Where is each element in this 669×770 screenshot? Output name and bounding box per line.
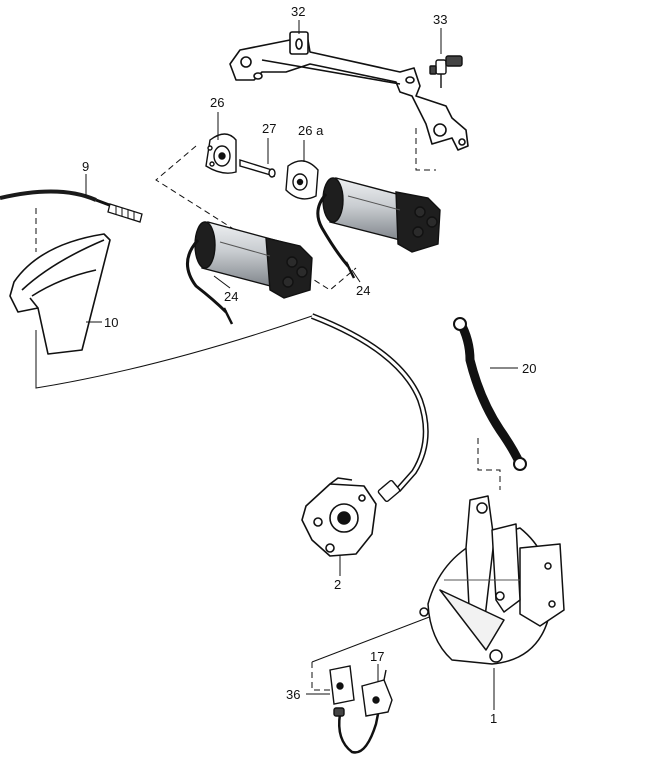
callout-26: 26 — [210, 95, 225, 110]
housing-2 — [301, 477, 377, 557]
lever-rod-20 — [453, 317, 527, 471]
servo-motor-left — [186, 221, 313, 325]
callout-36: 36 — [286, 687, 301, 702]
callout-26a: 26 a — [298, 123, 324, 138]
callout-20: 20 — [522, 361, 537, 376]
flex-shaft-cable — [310, 313, 429, 503]
round-plate-26 — [205, 133, 237, 174]
callout-9: 9 — [82, 159, 90, 174]
round-plate-26a — [285, 160, 319, 200]
cover-10 — [9, 233, 111, 355]
callout-24-right: 24 — [356, 283, 371, 298]
switch-bracket-36 — [329, 665, 380, 754]
callout-leaders — [85, 20, 518, 710]
servo-motor-right — [316, 177, 441, 279]
shaft-27 — [239, 159, 276, 178]
micro-switch-17 — [361, 669, 393, 717]
callout-32: 32 — [291, 4, 306, 19]
connection-lines — [35, 315, 433, 663]
callout-27: 27 — [262, 121, 277, 136]
control-cable — [0, 189, 143, 223]
mounting-bracket — [229, 31, 469, 151]
screw-stud — [429, 55, 463, 88]
callout-2: 2 — [334, 577, 342, 592]
callout-24-left: 24 — [224, 289, 239, 304]
callout-1: 1 — [490, 711, 498, 726]
main-mechanism-1 — [419, 495, 565, 665]
callout-17: 17 — [370, 649, 385, 664]
callout-10: 10 — [104, 315, 119, 330]
callout-33: 33 — [433, 12, 448, 27]
